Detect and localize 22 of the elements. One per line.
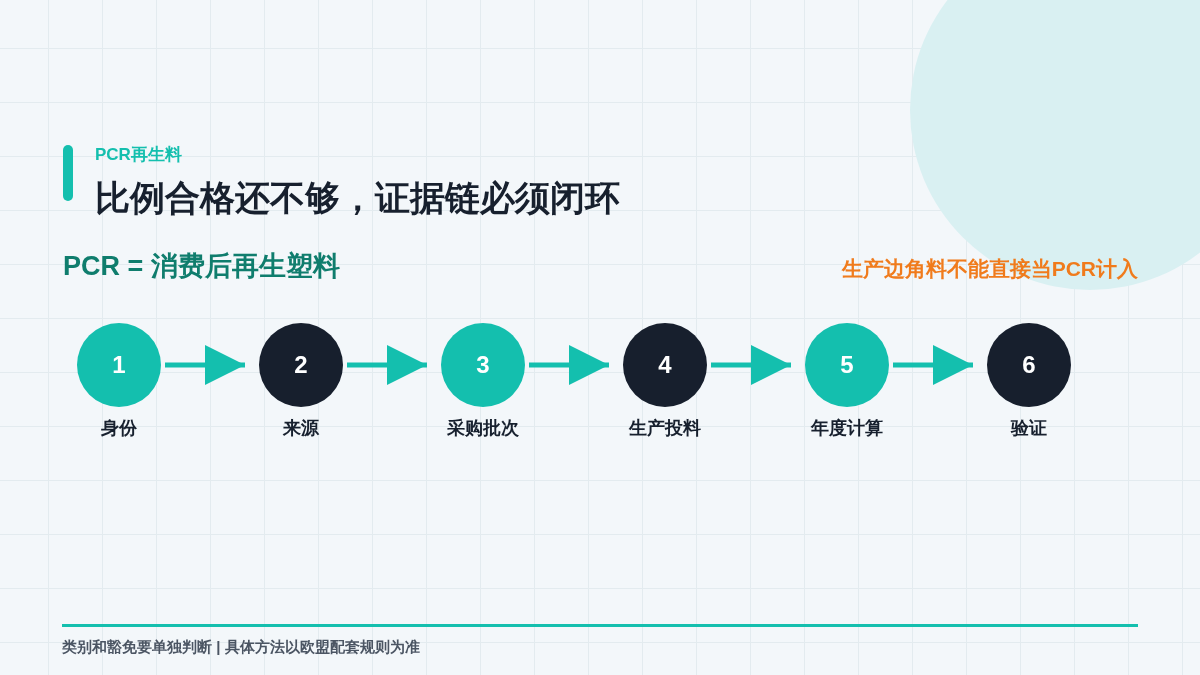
footer-note: 类别和豁免要单独判断 | 具体方法以欧盟配套规则为准 bbox=[62, 639, 420, 654]
step-label: 采购批次 bbox=[447, 419, 519, 437]
warning-note: 生产边角料不能直接当PCR计入 bbox=[841, 258, 1138, 279]
step-number: 2 bbox=[294, 353, 308, 377]
step-number: 5 bbox=[840, 353, 854, 377]
arrow bbox=[529, 345, 609, 385]
step-number: 6 bbox=[1022, 353, 1036, 377]
step-number: 4 bbox=[658, 353, 672, 377]
step-label: 身份 bbox=[101, 419, 137, 437]
section-kicker: PCR再生料 bbox=[95, 146, 182, 163]
step-label: 年度计算 bbox=[811, 419, 883, 437]
slide-title: 比例合格还不够，证据链必须闭环 bbox=[95, 180, 620, 215]
step-label: 验证 bbox=[1011, 419, 1047, 437]
step-number: 1 bbox=[112, 353, 126, 377]
arrow bbox=[165, 345, 245, 385]
arrow bbox=[347, 345, 427, 385]
arrow bbox=[893, 345, 973, 385]
step-label: 生产投料 bbox=[629, 419, 701, 437]
definition-text: PCR = 消费后再生塑料 bbox=[63, 253, 340, 280]
step-number: 3 bbox=[476, 353, 490, 377]
step-label: 来源 bbox=[283, 419, 319, 437]
arrow bbox=[711, 345, 791, 385]
